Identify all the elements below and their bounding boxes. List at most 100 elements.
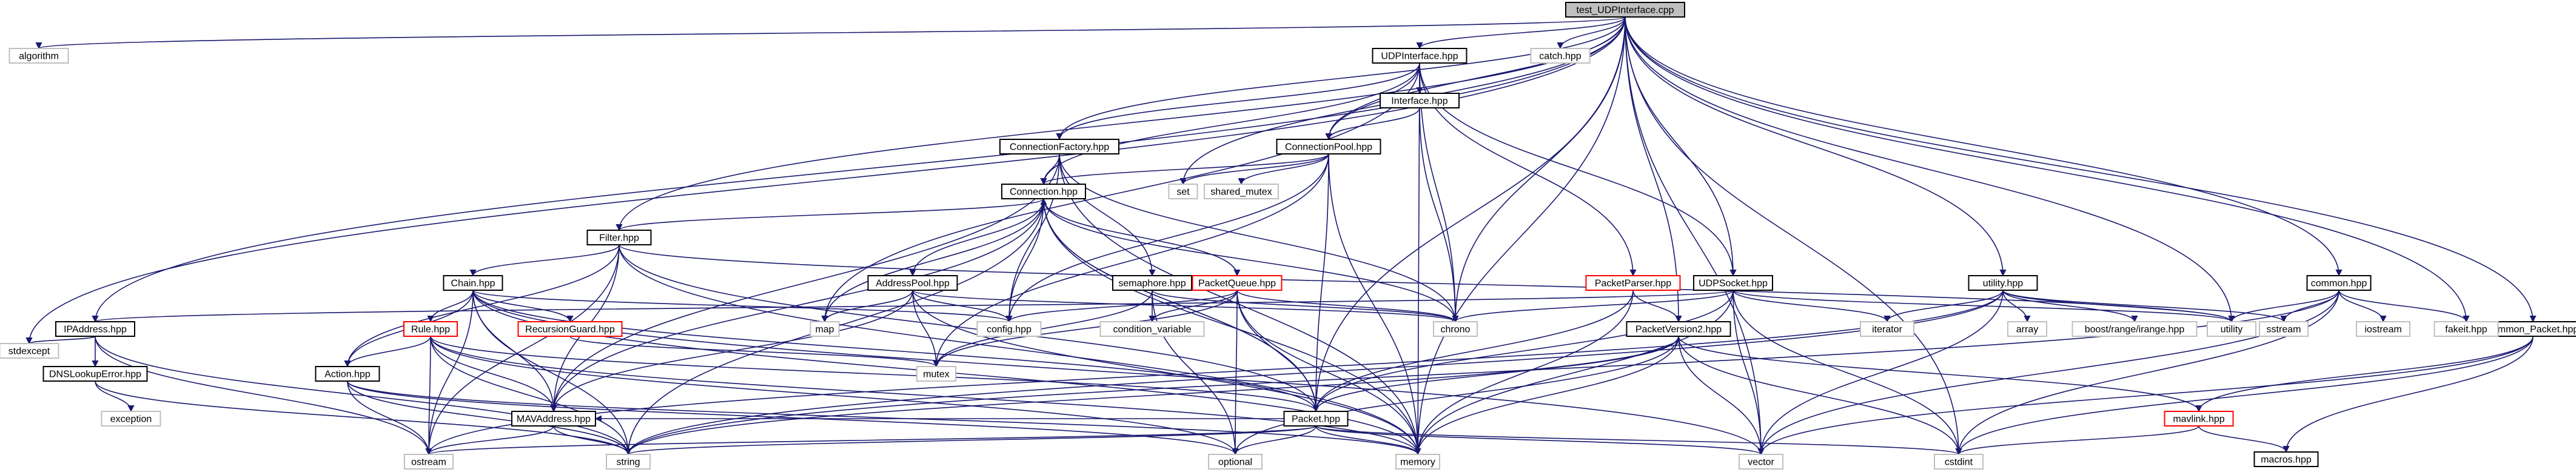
edge-udpsocket-to-cstdint (1732, 290, 1962, 456)
node-macros[interactable]: macros.hpp (2253, 451, 2319, 467)
edge-udpsocket-to-ipaddress (92, 290, 1734, 323)
edge-addresspool-to-chrono (912, 290, 1459, 323)
edge-packet-to-vector (1315, 425, 1765, 456)
edge-packet-to-string (625, 425, 1317, 456)
node-utility_hpp[interactable]: utility.hpp (1968, 275, 2038, 291)
edge-ipaddress-to-ostream (95, 336, 432, 456)
edge-root-to-packet (1312, 16, 1626, 413)
edge-chain-to-ostream (425, 290, 474, 456)
node-label-connection: Connection.hpp (1010, 187, 1078, 198)
node-box-stdexcept (0, 343, 59, 359)
node-ipaddress[interactable]: IPAddress.hpp (55, 321, 135, 337)
node-stdexcept: stdexcept (0, 343, 59, 359)
node-box-ostream (404, 454, 454, 470)
node-connectionfactory[interactable]: ConnectionFactory.hpp (999, 139, 1119, 154)
node-label-memory: memory (1400, 457, 1435, 468)
edge-addresspool-to-mutex (912, 290, 940, 368)
node-label-stdexcept: stdexcept (8, 347, 50, 357)
edge-chain-to-rule (427, 290, 474, 323)
edge-connection-to-config (1005, 198, 1044, 323)
node-box-mavlink (2164, 411, 2234, 427)
node-chrono: chrono (1433, 321, 1478, 337)
node-root[interactable]: test_UDPInterface.cpp (1565, 2, 1685, 18)
edge-packetversion2-to-cstdint (1678, 336, 1962, 456)
node-packetqueue[interactable]: PacketQueue.hpp (1192, 275, 1283, 291)
node-packetversion2[interactable]: PacketVersion2.hpp (1626, 321, 1731, 337)
node-label-ostream: ostream (411, 457, 446, 468)
node-box-macros (2253, 451, 2319, 467)
node-label-connectionpool: ConnectionPool.hpp (1285, 142, 1372, 153)
node-udpinterface[interactable]: UDPInterface.hpp (1372, 48, 1467, 64)
node-cstdint: cstdint (1934, 454, 1984, 470)
node-interface[interactable]: Interface.hpp (1380, 93, 1460, 108)
edge-filter-to-packet (619, 244, 1320, 413)
node-box-mutex (916, 366, 956, 382)
edge-common-to-cstdint (1955, 290, 2340, 456)
edge-udpinterface-to-chrono (1419, 62, 1459, 323)
edge-packet-to-memory (1315, 425, 1421, 456)
edge-packet-to-connection (1040, 198, 1317, 412)
edge-root-to-connectionfactory (1056, 16, 1626, 141)
node-exception: exception (101, 411, 161, 427)
node-label-cstdint: cstdint (1945, 457, 1973, 468)
edge-action-to-string (347, 380, 632, 456)
node-box-interface (1380, 93, 1460, 108)
node-packet[interactable]: Packet.hpp (1283, 411, 1349, 427)
edge-connection-to-addresspool (909, 198, 1044, 277)
node-box-cstdint (1934, 454, 1984, 470)
edge-root-to-udpinterface (1416, 16, 1626, 50)
node-udpsocket[interactable]: UDPSocket.hpp (1693, 275, 1773, 291)
node-action[interactable]: Action.hpp (315, 366, 380, 382)
edge-connectionpool-to-packet (1312, 153, 1329, 413)
node-packetparser[interactable]: PacketParser.hpp (1585, 275, 1681, 291)
edge-action-to-ostream (347, 380, 432, 456)
edge-udpinterface-to-memory (1414, 62, 1421, 456)
node-box-action (315, 366, 380, 382)
edge-packetversion2-to-mavlink (1678, 336, 2202, 413)
node-label-rule: Rule.hpp (411, 325, 450, 335)
node-connectionpool[interactable]: ConnectionPool.hpp (1276, 139, 1381, 154)
node-recursionguard[interactable]: RecursionGuard.hpp (517, 321, 623, 337)
node-label-fakeit: fakeit.hpp (2445, 325, 2487, 335)
edge-udpsocket-to-memory (1414, 290, 1734, 456)
node-mavlink[interactable]: mavlink.hpp (2164, 411, 2234, 427)
edge-connection-to-packetqueue (1043, 198, 1241, 277)
edge-root-to-packetversion2 (1625, 16, 1682, 323)
node-box-packet (1283, 411, 1349, 427)
node-label-connectionfactory: ConnectionFactory.hpp (1010, 142, 1109, 153)
node-map: map (810, 321, 840, 337)
node-box-exception (101, 411, 161, 427)
node-label-utility: utility (2221, 325, 2242, 335)
node-label-algorithm: algorithm (19, 51, 59, 62)
node-box-dnslookuperror (42, 366, 148, 382)
edge-filter-to-memory (619, 244, 1421, 456)
node-filter[interactable]: Filter.hpp (586, 230, 652, 245)
node-common[interactable]: common.hpp (2306, 275, 2372, 291)
node-box-array (2007, 321, 2047, 337)
node-connection[interactable]: Connection.hpp (1001, 184, 1086, 199)
node-mavaddress[interactable]: MAVAddress.hpp (511, 411, 596, 427)
node-box-addresspool (867, 275, 958, 291)
node-label-recursionguard: RecursionGuard.hpp (525, 325, 615, 335)
edge-chain-to-recursionguard (472, 290, 574, 323)
node-chain[interactable]: Chain.hpp (443, 275, 503, 291)
node-shared_mutex: shared_mutex (1204, 184, 1279, 199)
edge-root-to-common_packet (1625, 16, 2537, 323)
node-box-recursionguard (517, 321, 623, 337)
node-label-semaphore: semaphore.hpp (1118, 279, 1186, 289)
edge-packetqueue-to-mutex (933, 290, 1238, 368)
node-set: set (1168, 184, 1198, 199)
edge-root-to-fakeit (1625, 16, 2470, 323)
edge-mavlink-to-cstdint (1955, 425, 2199, 456)
node-box-fakeit (2433, 321, 2499, 337)
node-dnslookuperror[interactable]: DNSLookupError.hpp (42, 366, 148, 382)
node-rule[interactable]: Rule.hpp (403, 321, 458, 337)
node-addresspool[interactable]: AddressPool.hpp (867, 275, 958, 291)
edge-udpsocket-to-vector (1732, 290, 1765, 456)
node-semaphore[interactable]: semaphore.hpp (1112, 275, 1192, 291)
edge-packetversion2-to-string (625, 336, 1679, 456)
edge-connectionpool-to-memory (1328, 153, 1421, 456)
edge-root-to-utility_hpp (1625, 16, 2007, 277)
edge-common-to-string (625, 290, 2340, 456)
